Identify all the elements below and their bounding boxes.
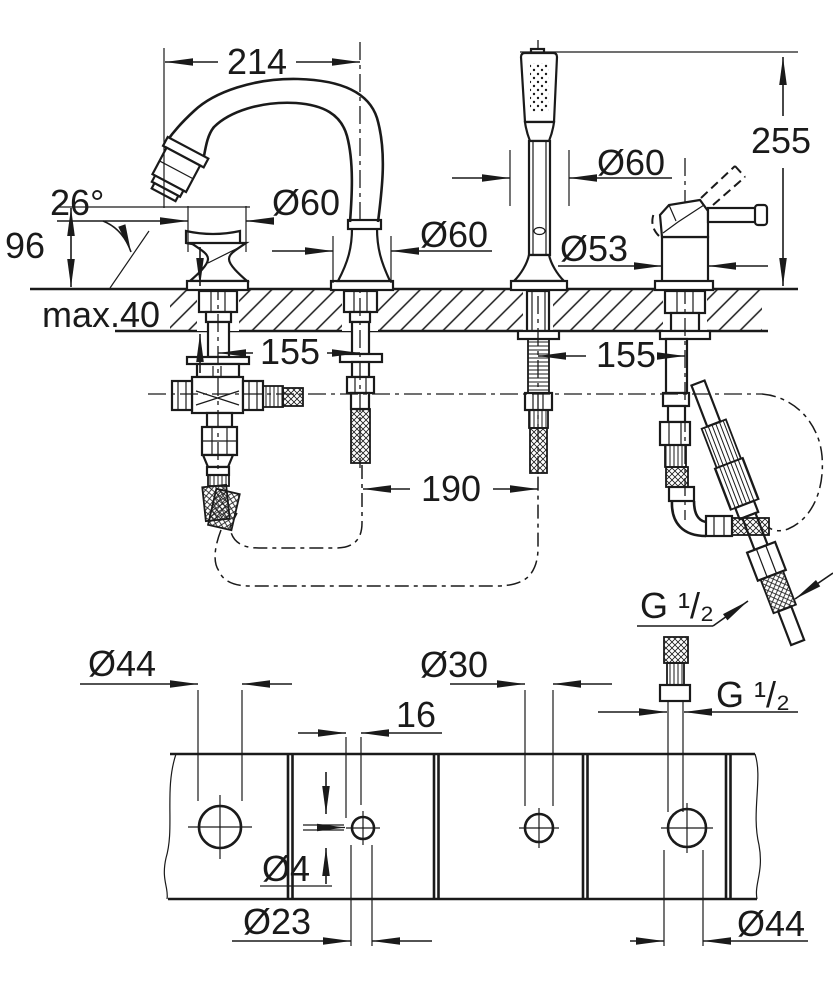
mixer-shank-assembly xyxy=(658,289,806,812)
hole-crosshairs xyxy=(188,795,713,859)
rim-joints xyxy=(286,754,732,899)
elbow-fitting xyxy=(670,500,711,538)
dim-spout-reach: 214 xyxy=(227,41,287,82)
mixer-body xyxy=(660,235,710,285)
hand-shower xyxy=(509,47,569,292)
dim-left-spacing: 155 xyxy=(260,331,320,372)
handshower-base-plate xyxy=(509,279,569,292)
dim-right-spacing: 155 xyxy=(596,334,656,375)
dim-hole1-diameter: Ø44 xyxy=(88,643,156,684)
knob-body xyxy=(187,241,250,283)
rim-break-right xyxy=(754,753,761,900)
spout-base-plate xyxy=(329,279,395,292)
spout-inner-curve xyxy=(202,101,354,223)
spout-seam-ring xyxy=(346,218,383,231)
hose-loops xyxy=(214,393,824,587)
handshower-handle xyxy=(527,139,552,257)
hose-loop-inner xyxy=(229,465,363,549)
spout-shank-assembly xyxy=(338,289,384,464)
plan-view xyxy=(163,752,761,901)
dim-overall-height: 255 xyxy=(751,120,811,161)
plan-dimensions: Ø44 Ø30 16 Ø4 Ø23 Ø44 xyxy=(80,643,808,946)
dim-mixer-diameter: Ø53 xyxy=(560,228,628,269)
spout-outer-curve xyxy=(165,77,385,223)
hose-loop-right xyxy=(761,393,824,532)
handshower-shank-assembly xyxy=(516,289,561,474)
dim-handle-diameter: Ø60 xyxy=(272,182,340,223)
handshower-base-cone xyxy=(511,253,567,283)
brand-mark xyxy=(533,226,546,236)
dim-handshower-diameter: Ø60 xyxy=(597,142,665,183)
lever-arm xyxy=(706,206,759,224)
dim-hole4-diameter: Ø44 xyxy=(737,903,805,944)
dim-hose-spacing: 190 xyxy=(421,468,481,509)
dim-thread-diagonal: G ¹/₂ xyxy=(640,585,714,626)
dim-spout-base-diameter: Ø60 xyxy=(420,214,488,255)
dim-deck-thickness: max.40 xyxy=(42,294,160,335)
rim-edges xyxy=(168,752,757,901)
hose-loop-outer xyxy=(214,474,539,587)
mixer-lever-unit xyxy=(651,165,769,292)
dim-pin-hole-diameter: Ø4 xyxy=(262,848,310,889)
handshower-neck xyxy=(523,120,556,143)
rim-break-left xyxy=(163,753,177,900)
spout-trumpet-base xyxy=(336,226,392,283)
dim-pin-offset: 16 xyxy=(396,694,436,735)
spray-face-dots xyxy=(530,63,549,112)
spout xyxy=(150,77,395,292)
dim-outlet-height: 96 xyxy=(5,225,45,266)
elevation-dimensions: 214 255 96 26° max.40 Ø60 Ø60 Ø60 xyxy=(5,41,833,716)
handle-knob xyxy=(184,229,250,292)
lever-alt-position xyxy=(700,165,746,206)
dim-thread-vertical: G ¹/₂ xyxy=(716,674,790,715)
mixer-base-plate xyxy=(653,279,715,292)
lever-end-cap xyxy=(753,203,769,227)
cap-alt-position xyxy=(651,212,660,237)
dim-hole3-diameter: Ø30 xyxy=(420,644,488,685)
spout-aerator xyxy=(150,135,210,203)
dim-spout-angle: 26° xyxy=(50,182,104,223)
diagonal-hose xyxy=(690,379,806,647)
knob-base-plate xyxy=(185,279,250,292)
dim-hole2-diameter: Ø23 xyxy=(243,901,311,942)
